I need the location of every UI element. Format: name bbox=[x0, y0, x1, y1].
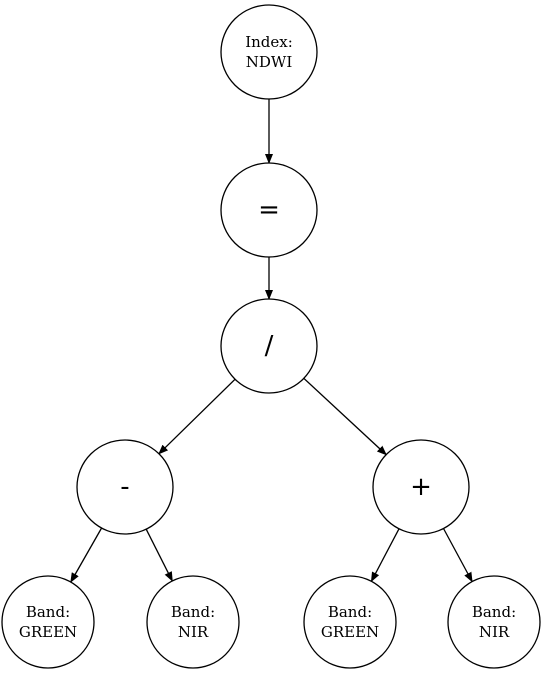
node-minus-circle bbox=[76, 439, 174, 535]
node-minus: - bbox=[76, 439, 174, 535]
node-band-nir-2-label-line-1: NIR bbox=[479, 623, 510, 641]
node-divide-label-line-0: / bbox=[265, 331, 274, 361]
node-band-nir-1-circle bbox=[146, 575, 240, 669]
edge-minus-to-band-nir-1 bbox=[145, 528, 173, 582]
node-index-circle bbox=[220, 4, 318, 100]
edge-plus-to-band-green-2 bbox=[370, 528, 400, 583]
node-band-green-1-label-line-0: Band: bbox=[26, 603, 70, 621]
node-band-green-1-label-line-1: GREEN bbox=[19, 623, 77, 641]
edge-plus-to-band-nir-2 bbox=[442, 528, 473, 583]
node-plus: + bbox=[372, 439, 470, 535]
node-divide-circle bbox=[220, 298, 318, 394]
node-band-nir-2-label-line-0: Band: bbox=[472, 603, 516, 621]
node-band-green-2-label-line-0: Band: bbox=[328, 603, 372, 621]
node-band-green-1-circle bbox=[1, 575, 95, 669]
edge-divide-to-minus bbox=[158, 378, 236, 455]
edge-minus-to-band-green-1 bbox=[70, 527, 103, 583]
node-equals-label-line-0: = bbox=[258, 195, 280, 225]
node-band-nir-2-circle bbox=[447, 575, 541, 669]
node-index-label-line-0: Index: bbox=[245, 33, 293, 51]
node-minus-label-line-0: - bbox=[120, 472, 129, 502]
node-divide: / bbox=[220, 298, 318, 394]
node-band-green-2: Band: GREEN bbox=[303, 575, 397, 669]
node-band-nir-1-label-line-0: Band: bbox=[171, 603, 215, 621]
node-equals: = bbox=[220, 162, 318, 258]
node-band-green-2-circle bbox=[303, 575, 397, 669]
node-equals-circle bbox=[220, 162, 318, 258]
node-band-nir-1: Band: NIR bbox=[146, 575, 240, 669]
node-index-label-line-1: NDWI bbox=[246, 53, 293, 71]
edge-divide-to-plus bbox=[303, 377, 387, 456]
node-band-green-1: Band: GREEN bbox=[1, 575, 95, 669]
node-plus-label-line-0: + bbox=[410, 472, 432, 502]
edges-layer bbox=[70, 99, 473, 583]
node-index: Index: NDWI bbox=[220, 4, 318, 100]
nodes-layer: Index: NDWI = / - + Band: GREEN Band: NIR Band: GRE… bbox=[1, 4, 541, 669]
node-band-green-2-label-line-1: GREEN bbox=[321, 623, 379, 641]
node-band-nir-2: Band: NIR bbox=[447, 575, 541, 669]
node-band-nir-1-label-line-1: NIR bbox=[178, 623, 209, 641]
node-plus-circle bbox=[372, 439, 470, 535]
